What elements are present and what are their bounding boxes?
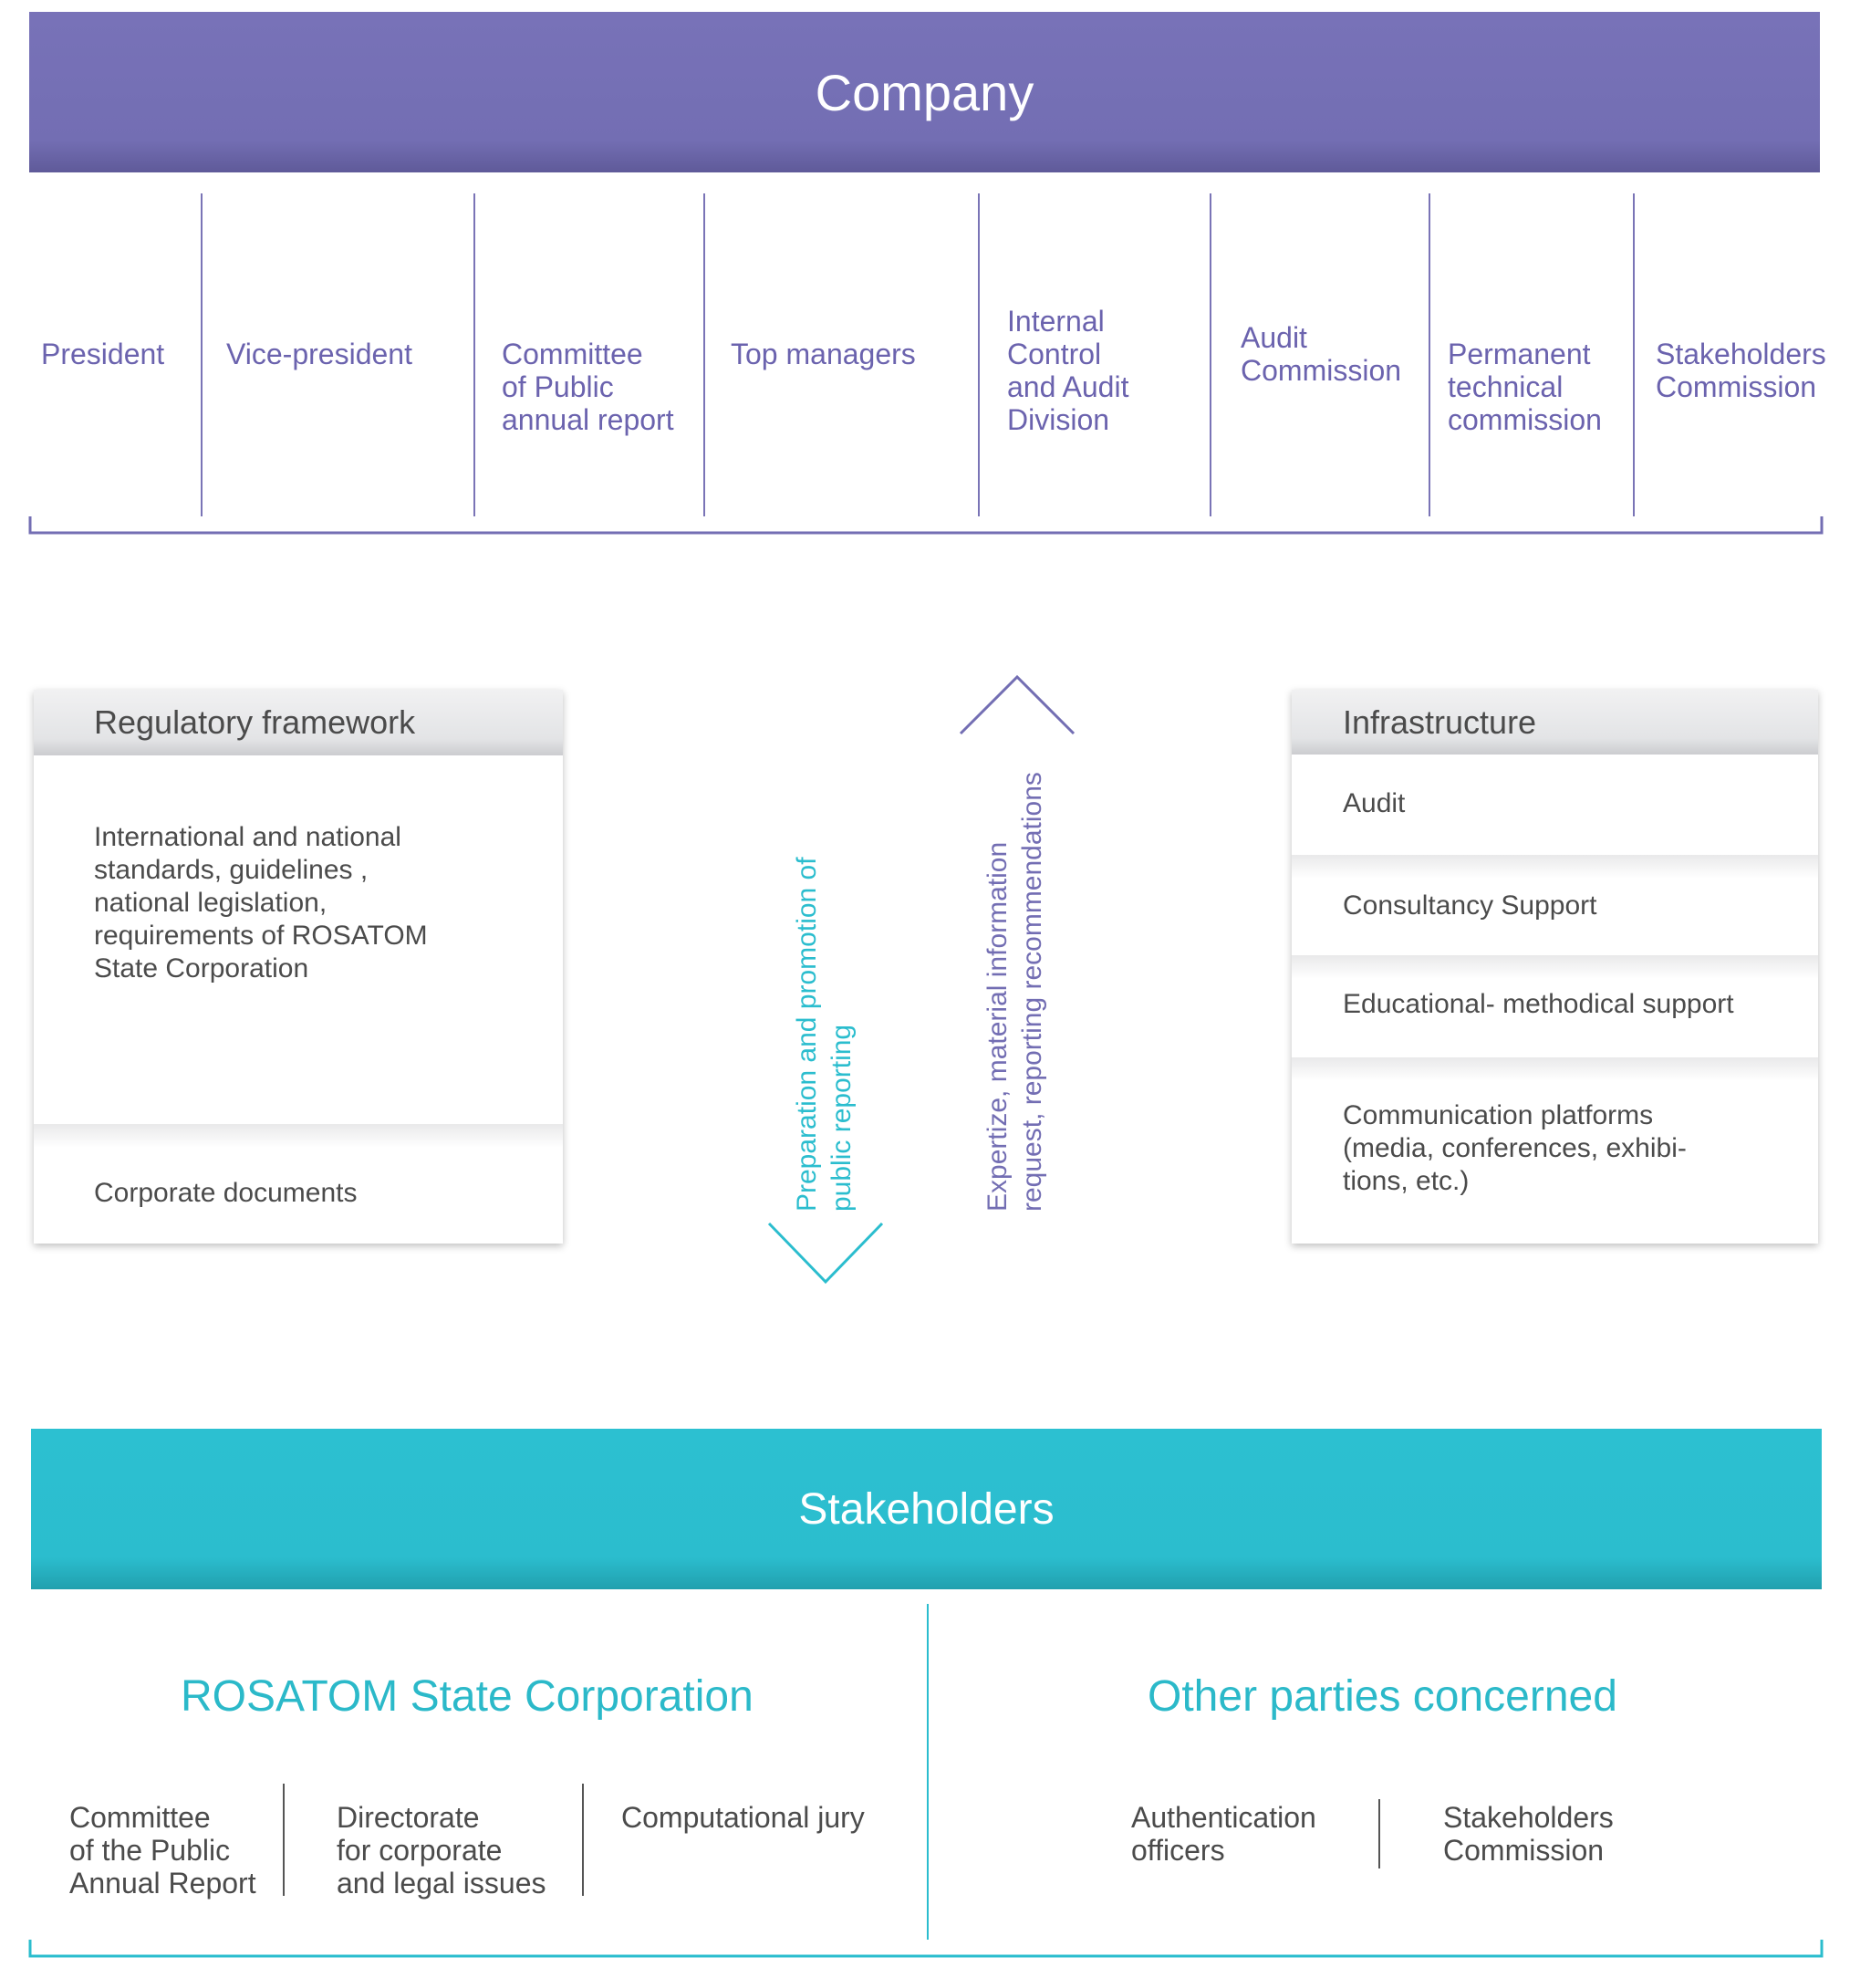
other-divider (1378, 1799, 1380, 1868)
rosatom-item-directorate: Directorate for corporate and legal issu… (337, 1801, 546, 1900)
down-arrow-icon (767, 1222, 884, 1285)
stakeholders-title: Stakeholders (798, 1484, 1055, 1534)
regulatory-framework-card: Regulatory framework International and n… (34, 690, 563, 1244)
company-bracket (28, 516, 1824, 535)
rosatom-divider (582, 1784, 584, 1896)
flow-label-preparation: Preparation and promotion of public repo… (792, 857, 857, 1212)
unit-president: President (41, 338, 165, 370)
stakeholders-banner: Stakeholders (31, 1429, 1822, 1589)
unit-vice-president: Vice-president (226, 338, 412, 370)
rosatom-item-committee: Committee of the Public Annual Report (69, 1801, 256, 1900)
stakeholders-center-divider (927, 1604, 929, 1940)
company-divider (1210, 193, 1211, 516)
rosatom-group-title: ROSATOM State Corporation (181, 1672, 754, 1721)
company-title: Company (815, 63, 1034, 121)
company-divider (1429, 193, 1430, 516)
company-divider (1633, 193, 1635, 516)
infra-item-communication: Communication platforms (media, conferen… (1292, 1057, 1818, 1244)
unit-top-managers: Top managers (731, 338, 916, 370)
company-divider (473, 193, 475, 516)
unit-stakeholders-commission: Stakeholders Commission (1656, 338, 1826, 403)
infra-item-educational: Educational- methodical support (1292, 955, 1818, 1057)
infra-item-audit: Audit (1292, 755, 1818, 855)
rosatom-divider (283, 1784, 285, 1896)
up-arrow-icon (959, 674, 1076, 735)
company-divider (201, 193, 203, 516)
company-divider (978, 193, 980, 516)
flow-label-expertize: Expertize, material information request,… (982, 772, 1047, 1212)
corporate-documents: Corporate documents (34, 1124, 563, 1244)
company-divider (703, 193, 705, 516)
company-banner: Company (29, 12, 1820, 172)
regulatory-framework-body: International and national standards, gu… (94, 822, 428, 984)
infra-item-consultancy: Consultancy Support (1292, 855, 1818, 955)
other-item-authentication-officers: Authentication officers (1131, 1801, 1316, 1867)
stakeholders-bracket (28, 1940, 1824, 1958)
other-item-stakeholders-commission: Stakeholders Commission (1443, 1801, 1614, 1867)
unit-audit-commission: Audit Commission (1241, 321, 1402, 387)
infrastructure-title: Infrastructure (1292, 690, 1818, 755)
unit-committee-public-annual-report: Committee of Public annual report (502, 338, 674, 436)
infrastructure-card: Infrastructure Audit Consultancy Support… (1292, 690, 1818, 1244)
unit-internal-control-audit: Internal Control and Audit Division (1007, 305, 1129, 436)
other-parties-group-title: Other parties concerned (1148, 1672, 1617, 1721)
unit-permanent-technical-commission: Permanent technical commission (1448, 338, 1602, 436)
rosatom-item-computational-jury: Computational jury (621, 1801, 865, 1834)
regulatory-framework-title: Regulatory framework (34, 690, 563, 755)
